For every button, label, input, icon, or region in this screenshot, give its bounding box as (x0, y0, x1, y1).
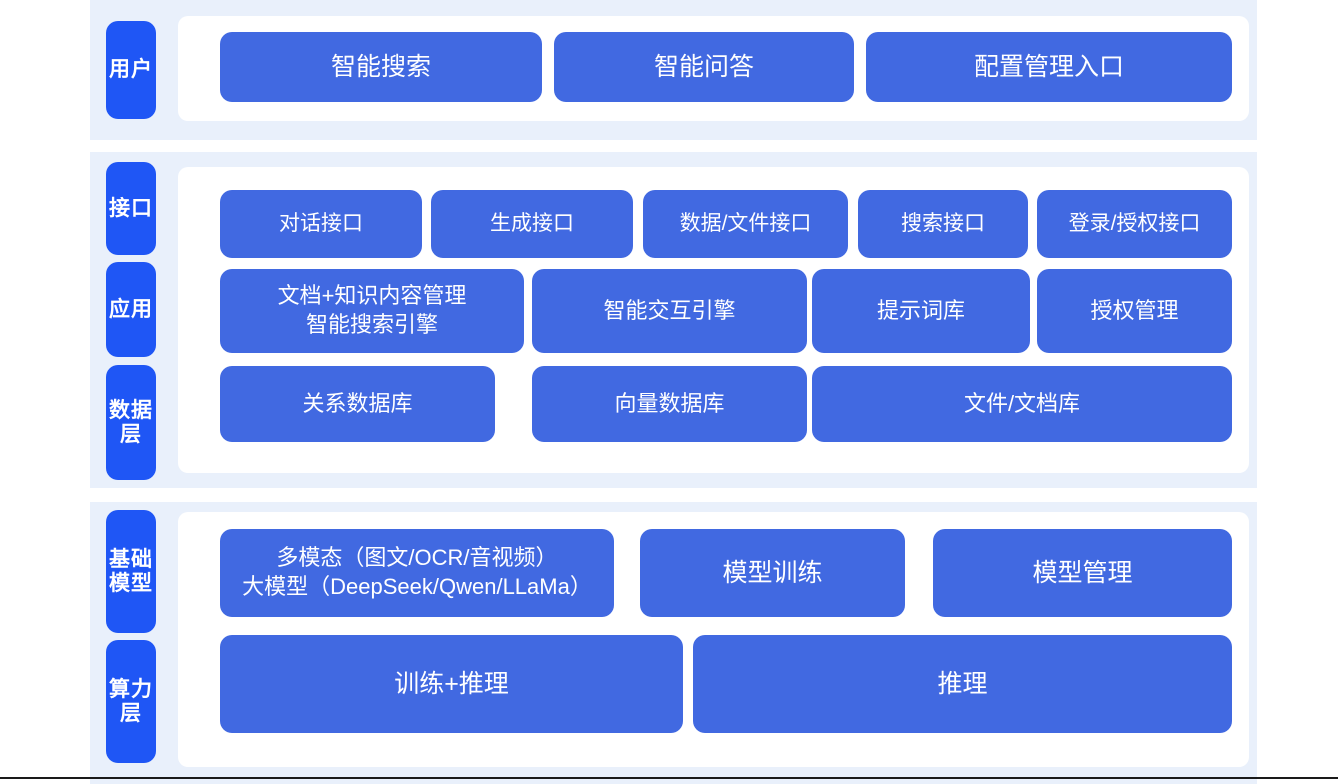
chip-model-management[interactable]: 模型管理 (933, 529, 1232, 617)
chip-smart-interaction-engine[interactable]: 智能交互引擎 (532, 269, 807, 353)
tab-compute-layer[interactable]: 算力层 (106, 640, 156, 763)
chip-model-training[interactable]: 模型训练 (640, 529, 905, 617)
tab-foundation-model[interactable]: 基础模型 (106, 510, 156, 633)
tab-interface[interactable]: 接口 (106, 162, 156, 255)
band-user: 用户 智能搜索 智能问答 配置管理入口 (90, 0, 1257, 140)
chip-prompt-library[interactable]: 提示词库 (812, 269, 1030, 353)
band-middle: 接口 应用 数据层 对话接口 生成接口 数据/文件接口 搜索接口 登录/授权接口… (90, 152, 1257, 488)
chip-doc-knowledge-content-management[interactable]: 文档+知识内容管理 智能搜索引擎 (220, 269, 524, 353)
chip-inference[interactable]: 推理 (693, 635, 1232, 733)
chip-data-file-interface[interactable]: 数据/文件接口 (643, 190, 848, 258)
chip-generation-interface[interactable]: 生成接口 (431, 190, 633, 258)
chip-relational-database[interactable]: 关系数据库 (220, 366, 495, 442)
band-base: 基础模型 算力层 多模态（图文/OCR/音视频） 大模型（DeepSeek/Qw… (90, 502, 1257, 784)
page-bottom-edge (0, 777, 1338, 779)
chip-vector-database[interactable]: 向量数据库 (532, 366, 807, 442)
chip-smart-qa[interactable]: 智能问答 (554, 32, 854, 102)
chip-config-management-entry[interactable]: 配置管理入口 (866, 32, 1232, 102)
chip-multimodal-large-model[interactable]: 多模态（图文/OCR/音视频） 大模型（DeepSeek/Qwen/LLaMa） (220, 529, 614, 617)
chip-smart-search[interactable]: 智能搜索 (220, 32, 542, 102)
chip-search-interface[interactable]: 搜索接口 (858, 190, 1028, 258)
tab-user[interactable]: 用户 (106, 21, 156, 119)
chip-authorization-management[interactable]: 授权管理 (1037, 269, 1232, 353)
chip-login-auth-interface[interactable]: 登录/授权接口 (1037, 190, 1232, 258)
chip-dialog-interface[interactable]: 对话接口 (220, 190, 422, 258)
tab-application[interactable]: 应用 (106, 262, 156, 357)
chip-training-plus-inference[interactable]: 训练+推理 (220, 635, 683, 733)
tab-data-layer[interactable]: 数据层 (106, 365, 156, 480)
chip-file-document-store[interactable]: 文件/文档库 (812, 366, 1232, 442)
